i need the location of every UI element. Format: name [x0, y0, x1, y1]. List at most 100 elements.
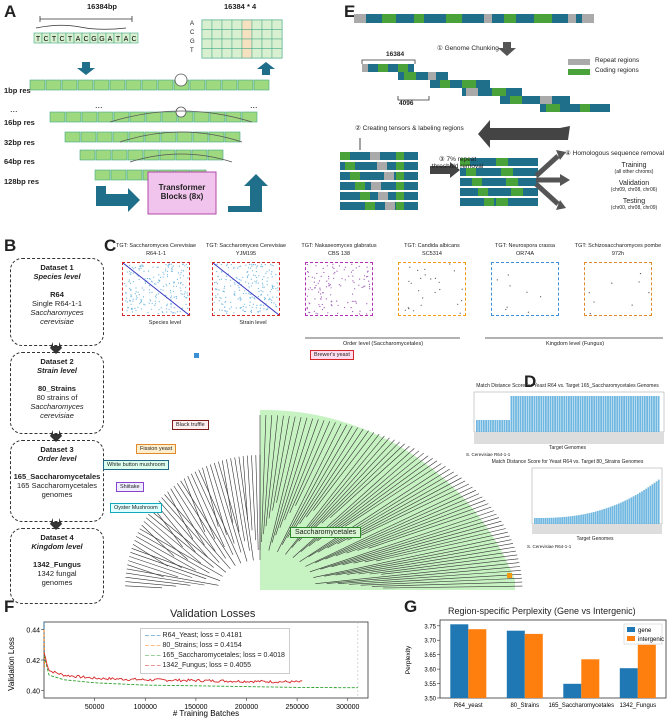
seq-letter: C: [59, 36, 64, 43]
g-bar: [506, 630, 525, 698]
d-chart2-title: Match Distance Score for Yeast R64 vs. T…: [491, 459, 644, 465]
dotplot-target: [491, 262, 559, 316]
dots-2: ...: [95, 100, 103, 110]
seq-letter: A: [76, 36, 81, 43]
g-legend-intergenic: intergenic: [638, 637, 664, 643]
f-xtick: 250000: [285, 704, 308, 711]
f-series-line: [43, 652, 303, 684]
dotplot-target-name: TGT: Schizosaccharomyces pombe: [574, 243, 662, 249]
g-bar: [450, 624, 469, 698]
tag-white-button: White button mushroom: [103, 460, 170, 470]
f-ylabel: Validation Loss: [7, 637, 16, 691]
dotplot-target-name: TGT: Saccharomyces Cerevisiae: [205, 243, 287, 249]
legend-coding: Coding regions: [595, 67, 639, 74]
seq-letter: C: [83, 36, 88, 43]
tag-brewers-yeast: Brewer's yeast: [310, 350, 354, 360]
seq-letter: T: [68, 36, 73, 43]
f-xtick: 100000: [134, 704, 157, 711]
dotplot-target-strain: CBS 138: [327, 251, 350, 257]
d-chart2-xlabel: Target Genomes: [576, 536, 614, 542]
tag-saccharomycetales: Saccharomycetales: [290, 527, 362, 538]
res-label-32bp: 32bp res: [4, 138, 35, 147]
g-bar: [563, 683, 582, 698]
dotplot-target: [398, 262, 466, 316]
seq-letter: T: [36, 36, 41, 43]
dotplot-target: [584, 262, 652, 316]
res-label-16bp: 16bp res: [4, 118, 35, 127]
f-ytick: 0.42: [26, 658, 40, 665]
panel-e-label: E: [344, 2, 356, 21]
dotplot-target-strain: OR74A: [515, 251, 535, 257]
f-title: Validation Losses: [170, 608, 256, 620]
g-legend-gene: gene: [638, 628, 652, 634]
stride-size: 4096: [399, 100, 414, 107]
g-ylabel: Perplexity: [405, 645, 412, 674]
tag-fission-yeast: Fission yeast: [136, 444, 177, 454]
step-tensors: ② Creating tensors & labeling regions: [355, 125, 464, 132]
dotplot-target-strain: SC5314: [422, 251, 442, 257]
seq-letter: C: [131, 36, 136, 43]
f-xtick: 300000: [336, 704, 359, 711]
seq-length: 16384bp: [87, 2, 118, 11]
d-chart1-xlabel: Target Genomes: [549, 445, 586, 451]
g-bar: [468, 629, 487, 698]
g-ytick: 3.50: [424, 697, 436, 703]
dataset-arrows: [50, 342, 62, 530]
panel-a-label: A: [4, 2, 17, 21]
panel-f-label: F: [4, 597, 15, 616]
g-xtick: 80_Strains: [510, 703, 539, 709]
seq-letter: T: [52, 36, 57, 43]
dotplot-target: [305, 262, 373, 316]
f-xlabel: # Training Batches: [173, 709, 239, 718]
f-series-line: [43, 655, 358, 689]
seq-letter: A: [108, 36, 113, 43]
dotplot-target-strain: YJM195: [235, 251, 257, 257]
dotplot-target: [122, 262, 190, 316]
dotplot-target-name: TGT: Neurospora crassa: [495, 243, 555, 249]
g-xtick: 1342_Fungus: [619, 703, 656, 709]
step-threshold: ③ 7% repeat threshold removal: [431, 156, 484, 170]
g-bar: [619, 668, 638, 698]
d-chart1: [473, 391, 665, 444]
panel-c-label: C: [104, 236, 117, 255]
dotplot-target-strain: 972h: [611, 251, 625, 257]
d-chart1-ref: S. Cerevisiae R64-1-1: [466, 452, 511, 457]
dots-3: ...: [250, 100, 258, 110]
level-order: Order level (Saccharomycetales): [342, 341, 424, 347]
panel-e-figure: [340, 14, 610, 210]
dotplot-target-strain: R64-1-1: [146, 251, 166, 257]
res-label-1bp: 1bp res: [4, 86, 31, 95]
d-chart2-ref: S. Cerevisiae R64-1-1: [527, 544, 572, 549]
seq-letter: C: [43, 36, 48, 43]
tag-black-truffle: Black truffle: [172, 420, 209, 430]
d-chart1-title: Match Distance Score for Yeast R64 vs. T…: [476, 383, 659, 389]
split-validation: Validation(chr09, chr08, chr06): [610, 180, 658, 193]
dots-1: ...: [10, 104, 18, 114]
f-legend: – – – R64_Yeast; loss = 0.4181 – – – 80_…: [140, 628, 290, 674]
f-ytick: 0.40: [26, 688, 40, 695]
step-homologous: ④ Homologous sequence removal: [565, 150, 665, 157]
res-label-128bp: 128bp res: [4, 177, 40, 186]
dotplot-target-name: TGT: Saccharomyces Cerevisiae: [115, 243, 197, 249]
transformer-blocks: Transformer Blocks (8x): [158, 183, 206, 201]
g-ytick: 3.65: [424, 653, 436, 659]
g-xtick: 165_Saccharomycetales: [548, 703, 614, 709]
panel-b-label: B: [4, 236, 17, 255]
dotplot-target: [212, 262, 280, 316]
step-genome-chunking: ① Genome Chunking: [437, 45, 499, 52]
level-strain: Strain level: [239, 320, 267, 326]
res-label-64bp: 64bp res: [4, 157, 35, 166]
level-species: Species level: [148, 320, 182, 326]
dotplot-target-name: TGT: Candida albicans: [404, 243, 460, 249]
f-xtick: 150000: [184, 704, 207, 711]
tag-oyster: Oyster Mushroom: [110, 503, 162, 513]
g-ytick: 3.60: [424, 668, 436, 674]
panel-g-label: G: [404, 597, 418, 616]
g-bar: [524, 633, 543, 698]
g-bar: [581, 659, 600, 698]
f-xtick: 50000: [85, 704, 105, 711]
